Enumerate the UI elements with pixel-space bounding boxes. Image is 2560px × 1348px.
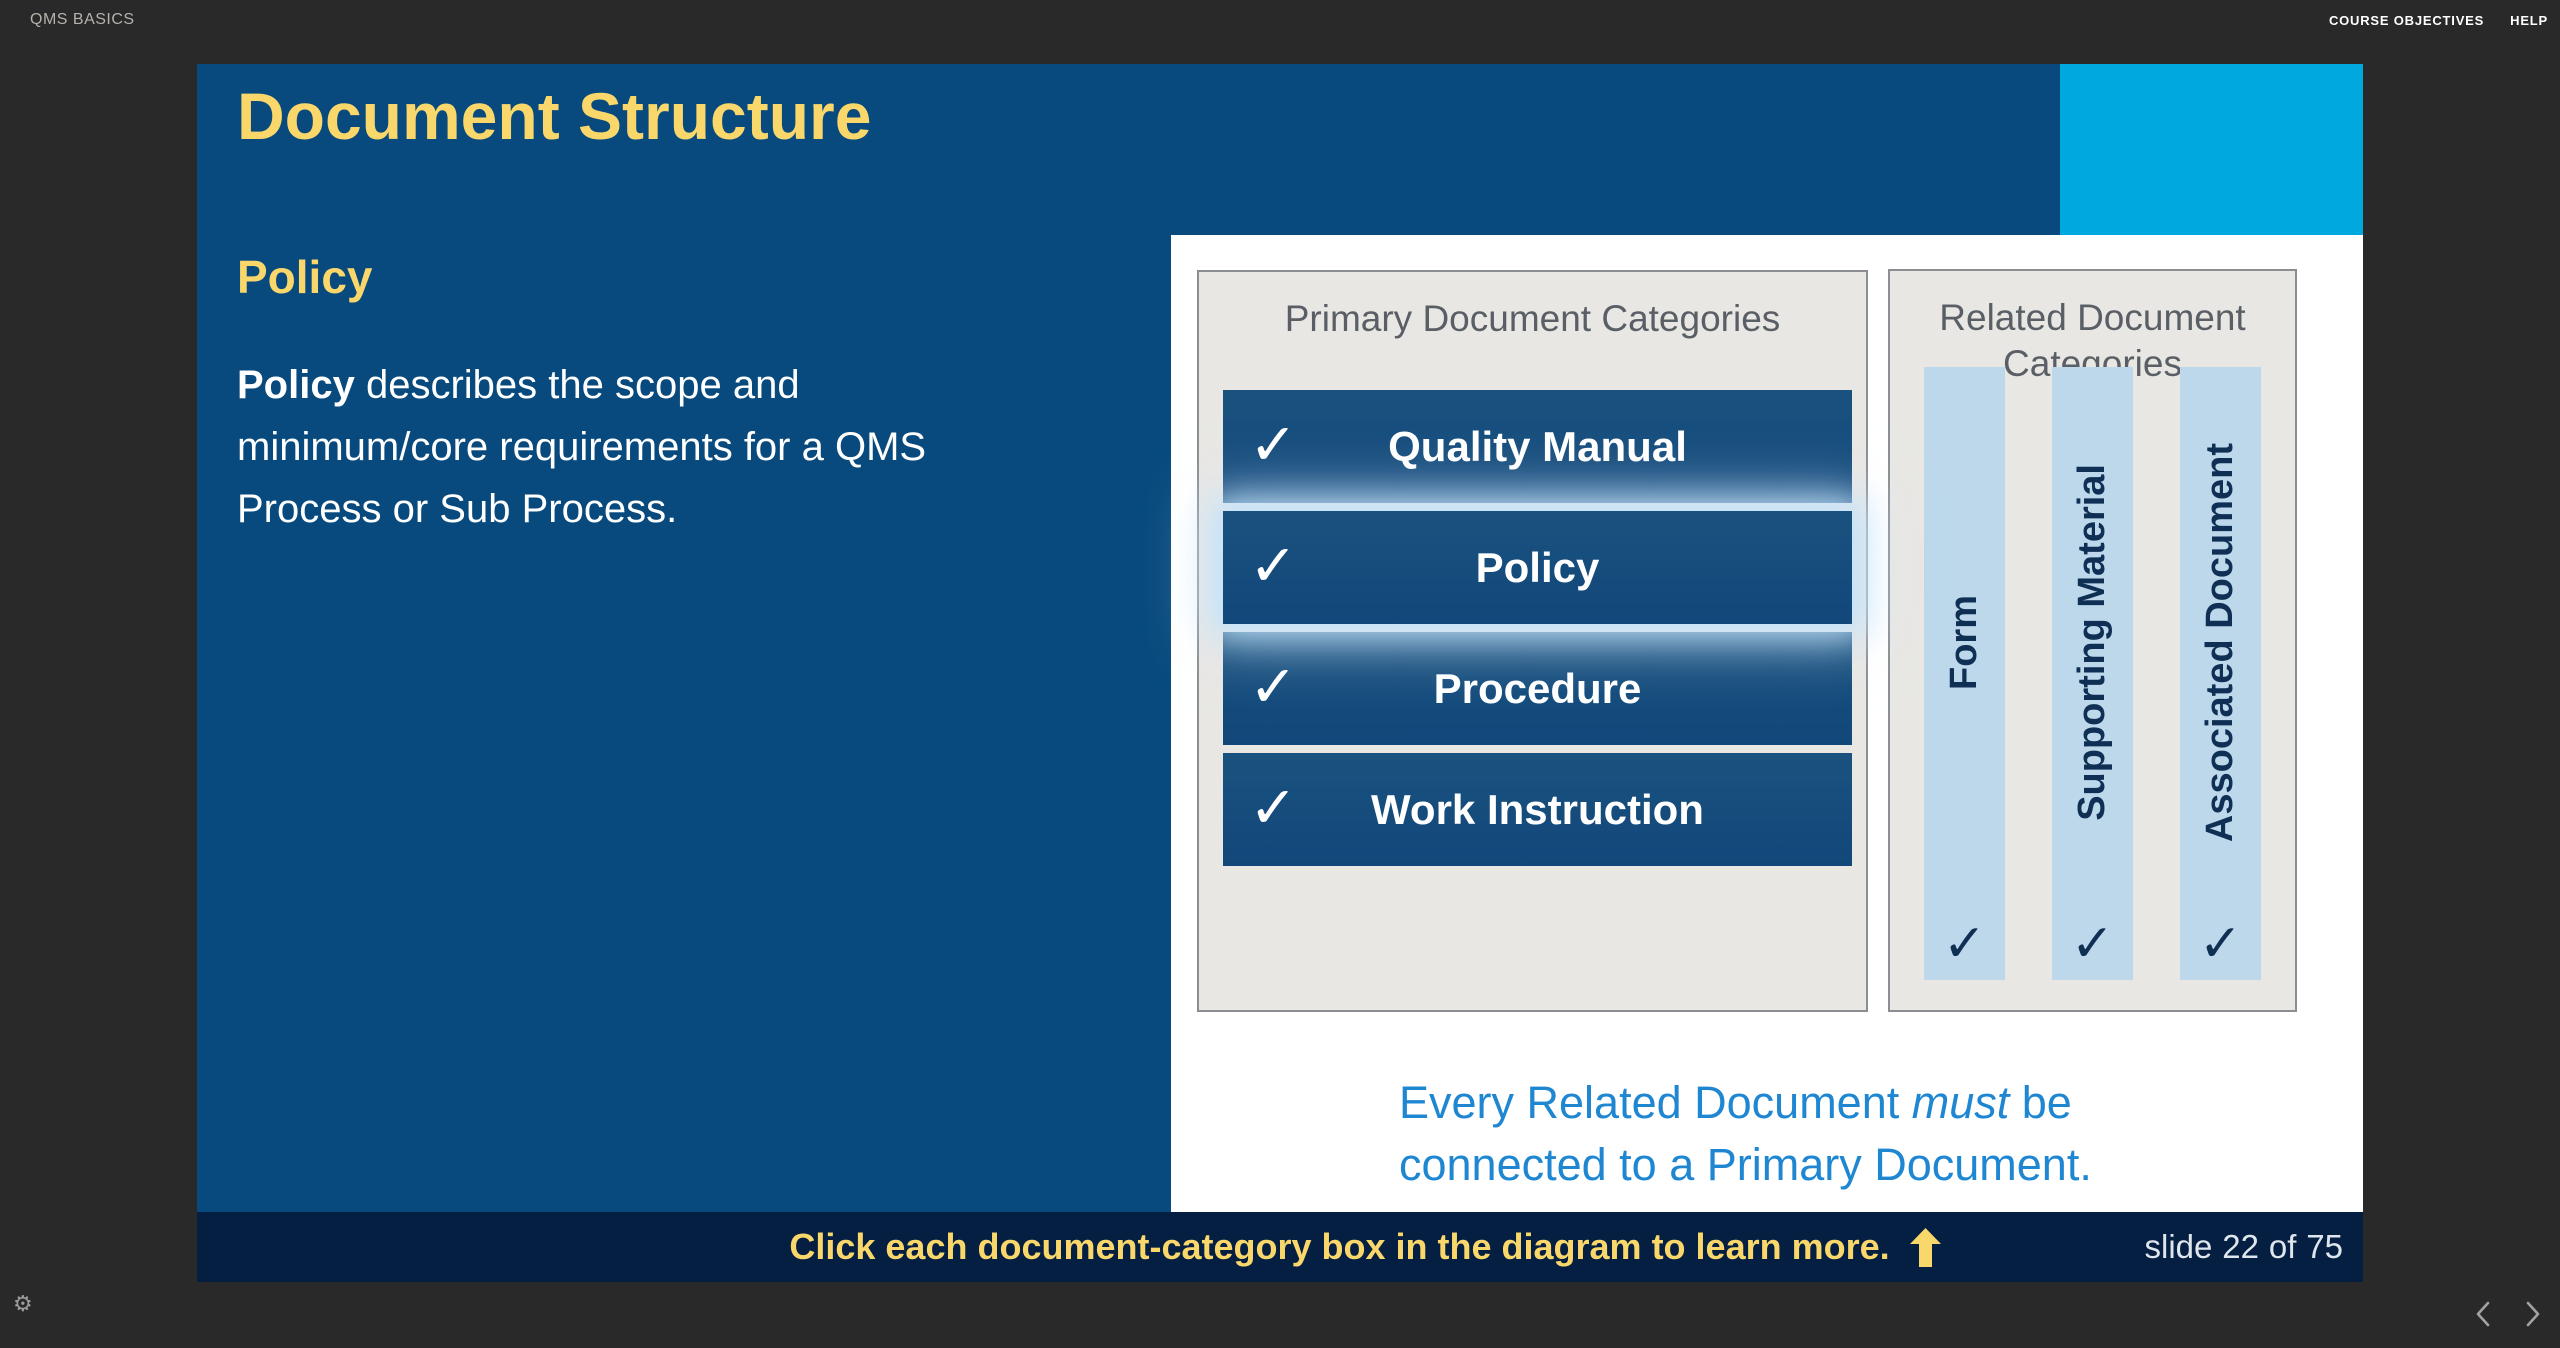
category-label-wrap: Associated Document	[2199, 367, 2242, 918]
check-icon: ✓	[1249, 651, 1298, 720]
chevron-right-icon[interactable]	[2524, 1300, 2542, 1328]
check-icon: ✓	[1249, 772, 1298, 841]
related-category-supporting-material[interactable]: Supporting Material ✓	[2052, 367, 2133, 980]
statement-suffix: be connected to a Primary Document.	[1399, 1077, 2092, 1190]
primary-category-quality-manual[interactable]: ✓ Quality Manual	[1223, 390, 1852, 503]
primary-categories-panel: Primary Document Categories ✓ Quality Ma…	[1197, 270, 1868, 1012]
course-objectives-button[interactable]: COURSE OBJECTIVES	[2328, 13, 2485, 28]
slide-counter-current: 22	[2222, 1228, 2259, 1265]
primary-category-work-instruction[interactable]: ✓ Work Instruction	[1223, 753, 1852, 866]
category-label: Form	[1943, 595, 1985, 690]
category-label: Quality Manual	[1388, 422, 1687, 470]
gear-icon[interactable]: ⚙	[13, 1292, 33, 1317]
slide-counter-label: slide	[2144, 1228, 2213, 1265]
statement-prefix: Every Related Document	[1399, 1077, 1912, 1128]
statement-emphasis: must	[1911, 1077, 2010, 1128]
header-accent-block	[2060, 64, 2363, 235]
footer-instruction: Click each document-category box in the …	[789, 1226, 1890, 1267]
chevron-left-icon[interactable]	[2474, 1300, 2492, 1328]
primary-panel-title: Primary Document Categories	[1284, 298, 1781, 339]
category-label-wrap: Supporting Material	[2071, 367, 2114, 918]
category-label: Associated Document	[2199, 442, 2241, 843]
section-heading: Policy	[237, 251, 373, 303]
slide-counter: slide 22 of 75	[2144, 1212, 2343, 1282]
primary-category-policy[interactable]: ✓ Policy	[1223, 511, 1852, 624]
category-label: Supporting Material	[2071, 464, 2113, 821]
slide-counter-separator: of	[2268, 1228, 2297, 1265]
course-title: QMS BASICS	[30, 11, 135, 28]
body-text-rest: describes the scope and minimum/core req…	[237, 363, 927, 531]
primary-category-procedure[interactable]: ✓ Procedure	[1223, 632, 1852, 745]
check-icon: ✓	[1249, 530, 1298, 599]
related-category-form[interactable]: Form ✓	[1924, 367, 2005, 980]
topbar-links: COURSE OBJECTIVES HELP	[2329, 13, 2548, 28]
primary-category-list: ✓ Quality Manual ✓ Policy ✓ Procedure ✓ …	[1223, 390, 1852, 866]
category-label: Policy	[1475, 543, 1600, 591]
slide-counter-total: 75	[2306, 1228, 2343, 1265]
footer-instruction-row: Click each document-category box in the …	[197, 1212, 2363, 1282]
page-title: Document Structure	[237, 79, 872, 153]
header-band	[197, 64, 2363, 235]
related-category-associated-document[interactable]: Associated Document ✓	[2180, 367, 2261, 980]
category-label-wrap: Form	[1943, 367, 1986, 918]
check-icon: ✓	[2070, 914, 2115, 974]
body-text: Policy describes the scope and minimum/c…	[237, 354, 1007, 540]
slide-canvas: Document Structure Policy Policy describ…	[197, 64, 2363, 1282]
category-label: Procedure	[1433, 664, 1642, 712]
body-text-bold: Policy	[237, 363, 355, 407]
up-arrow-icon	[1909, 1227, 1941, 1267]
check-icon: ✓	[1942, 914, 1987, 974]
nav-arrows	[2474, 1300, 2542, 1328]
category-label: Work Instruction	[1371, 785, 1704, 833]
related-categories-panel: Related Document Categories Form ✓ Suppo…	[1888, 269, 2297, 1012]
check-icon: ✓	[2198, 914, 2243, 974]
check-icon: ✓	[1249, 409, 1298, 478]
slide-footer-bar: Click each document-category box in the …	[197, 1212, 2363, 1282]
left-blue-panel	[197, 235, 1171, 1212]
related-category-list: Form ✓ Supporting Material ✓ Associated …	[1890, 367, 2295, 980]
statement-text: Every Related Document must be connected…	[1399, 1072, 2199, 1196]
related-panel-title: Related Document Categories	[1939, 297, 2246, 385]
help-button[interactable]: HELP	[2510, 13, 2548, 28]
